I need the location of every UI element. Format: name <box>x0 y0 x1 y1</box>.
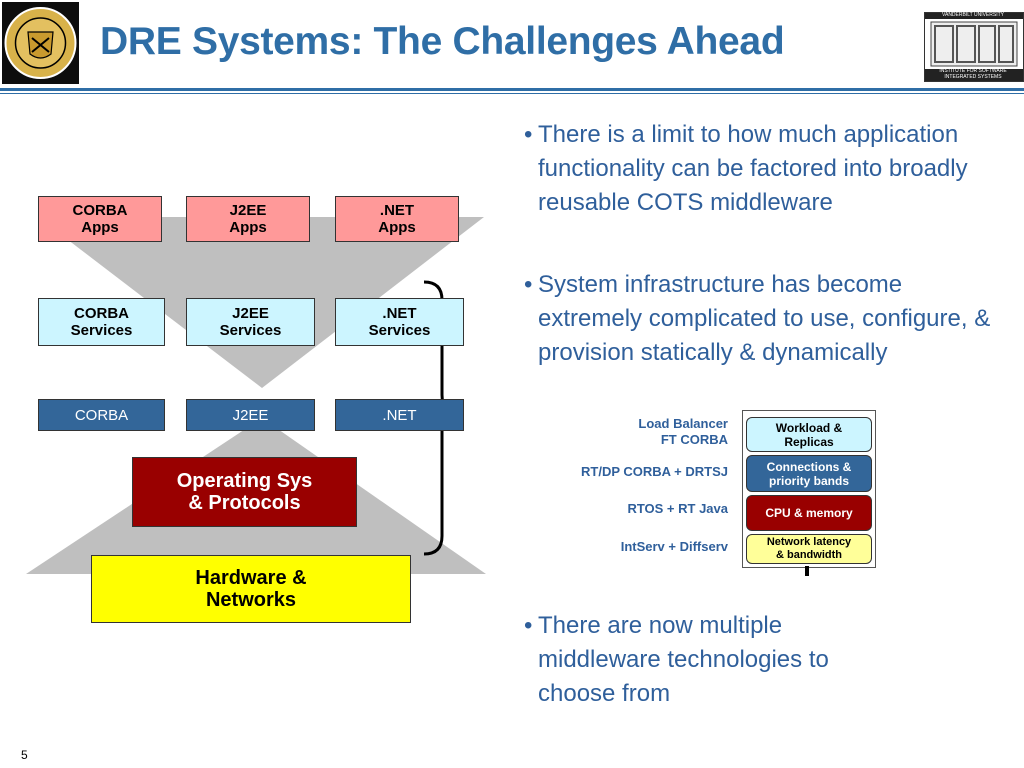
stack-tick-mark <box>805 566 809 576</box>
stack-label-load-balancer: Load Balancer FT CORBA <box>638 416 728 447</box>
corba-middleware-box: CORBA <box>38 399 165 431</box>
dotnet-services-box: .NET Services <box>335 298 464 346</box>
dotnet-apps-box: .NET Apps <box>335 196 459 242</box>
isis-logo-bottom-text: INSTITUTE FOR SOFTWARE INTEGRATED SYSTEM… <box>939 68 1007 80</box>
operating-system-box: Operating Sys & Protocols <box>132 457 357 527</box>
bullet-text: System infrastructure has become extreme… <box>538 271 991 366</box>
isis-logo <box>924 12 1024 82</box>
bullet-text: There is a limit to how much application… <box>538 121 968 216</box>
workload-replicas-box: Workload & Replicas <box>746 417 872 452</box>
header-rule-thin <box>0 93 1024 94</box>
connections-priority-box: Connections & priority bands <box>746 455 872 492</box>
header-rule <box>0 88 1024 91</box>
stack-label-rtos: RTOS + RT Java <box>627 501 728 516</box>
bullet-dot-icon: • <box>524 121 533 148</box>
corba-services-box: CORBA Services <box>38 298 165 346</box>
j2ee-apps-box: J2EE Apps <box>186 196 310 242</box>
page-number: 5 <box>21 748 28 762</box>
stack-label-intserv: IntServ + Diffserv <box>620 539 728 554</box>
bullet-item: • System infrastructure has become extre… <box>524 268 994 370</box>
network-latency-box: Network latency & bandwidth <box>746 534 872 564</box>
vanderbilt-seal-logo <box>2 2 79 84</box>
page-title: DRE Systems: The Challenges Ahead <box>100 20 785 63</box>
bullet-dot-icon: • <box>524 271 533 298</box>
stack-label-rt-dp-corba: RT/DP CORBA + DRTSJ <box>581 464 728 479</box>
bullet-item: • There is a limit to how much applicati… <box>524 118 994 220</box>
hardware-networks-box: Hardware & Networks <box>91 555 411 623</box>
bullet-dot-icon: • <box>524 612 533 639</box>
bullet-item: • There are now multiple middleware tech… <box>524 609 994 711</box>
bullet-text: There are now multiple middleware techno… <box>538 612 829 707</box>
corba-apps-box: CORBA Apps <box>38 196 162 242</box>
cpu-memory-box: CPU & memory <box>746 495 872 531</box>
j2ee-middleware-box: J2EE <box>186 399 315 431</box>
dotnet-middleware-box: .NET <box>335 399 464 431</box>
j2ee-services-box: J2EE Services <box>186 298 315 346</box>
isis-logo-top-text: VANDERBILT UNIVERSITY <box>942 12 1004 18</box>
